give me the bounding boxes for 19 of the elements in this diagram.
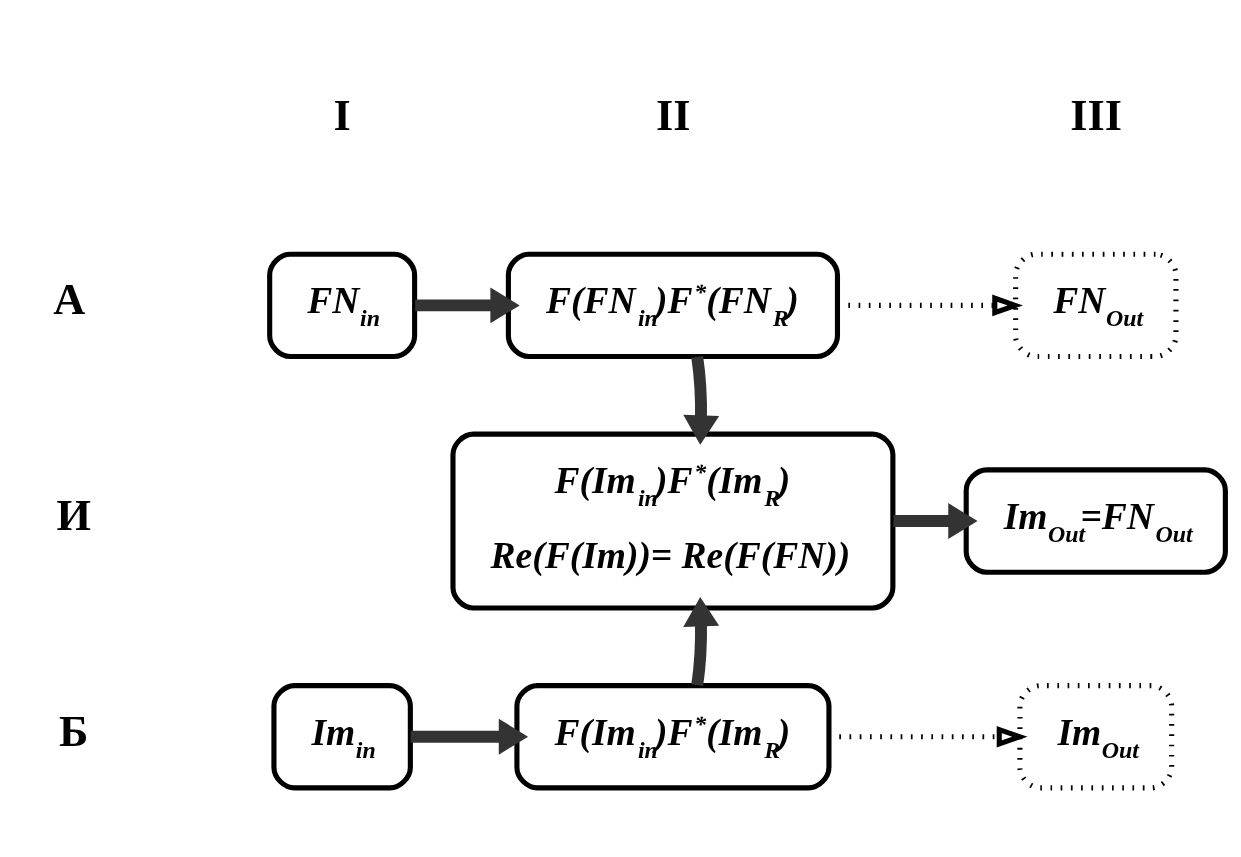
label: Б [59, 705, 89, 756]
arrow [415, 286, 520, 323]
node-box: Im$_{Out}$=FN$_{Out}$ [963, 466, 1228, 575]
node-box: F(Im$_{in}$)F$^{*}$(Im$_{R}$) Re(F(Im))= Re(F(FN)) [450, 431, 896, 611]
label: И [56, 489, 92, 540]
node-box: FN$_{Out}$ [1013, 251, 1179, 359]
node-box: F(FN$_{in}$)F$^{*}$(FN$_{R}$) [505, 251, 841, 359]
node-box: F(Im$_{in}$)F$^{*}$(Im$_{R}$) [514, 682, 832, 790]
label: А [53, 273, 86, 324]
node-box: FN$_{in}$ [267, 251, 418, 359]
arrow [683, 596, 720, 686]
label: II [655, 89, 691, 140]
arrow [410, 718, 529, 755]
arrow [683, 355, 720, 445]
label: I [333, 89, 351, 140]
node-box: Im$_{Out}$ [1017, 682, 1175, 790]
node-box: Im$_{in}$ [271, 682, 413, 790]
arrow [893, 502, 978, 539]
label: III [1070, 89, 1122, 140]
